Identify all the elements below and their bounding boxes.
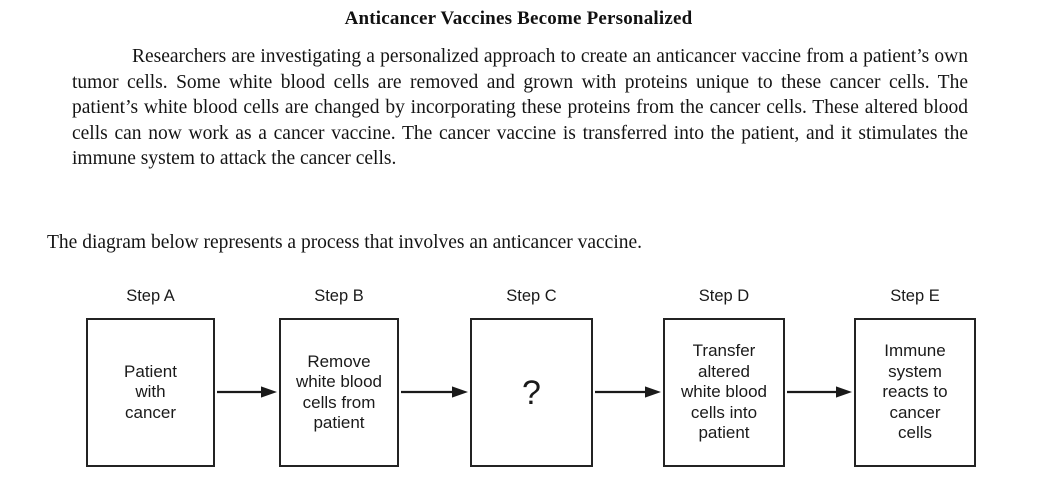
arrow-a-to-b-icon xyxy=(217,386,277,398)
arrow-b-to-c-icon xyxy=(401,386,468,398)
step-box-e-text: Immune system reacts to cancer cells xyxy=(882,341,948,443)
page-title: Anticancer Vaccines Become Personalized xyxy=(344,8,693,29)
step-box-d-text: Transfer altered white blood cells into … xyxy=(680,341,767,443)
step-label-a: Step A xyxy=(126,287,175,305)
arrow-d-to-e-icon xyxy=(787,386,852,398)
step-label-e: Step E xyxy=(890,287,940,305)
diagram-intro-text: The diagram below represents a process t… xyxy=(47,232,643,253)
step-box-a: Patient with cancer xyxy=(86,318,215,467)
step-label-c: Step C xyxy=(506,287,557,305)
step-box-c: ? xyxy=(470,318,593,467)
step-box-e: Immune system reacts to cancer cells xyxy=(854,318,976,467)
step-box-d: Transfer altered white blood cells into … xyxy=(663,318,785,467)
step-box-c-text: ? xyxy=(522,373,541,412)
arrow-c-to-d-icon xyxy=(595,386,661,398)
step-box-b-text: Remove white blood cells from patient xyxy=(295,351,382,433)
step-label-d: Step D xyxy=(698,287,750,305)
step-label-b: Step B xyxy=(314,287,364,305)
article-paragraph: Researchers are investigating a personal… xyxy=(72,46,968,170)
step-box-a-text: Patient with cancer xyxy=(124,361,177,422)
step-box-b: Remove white blood cells from patient xyxy=(279,318,399,467)
